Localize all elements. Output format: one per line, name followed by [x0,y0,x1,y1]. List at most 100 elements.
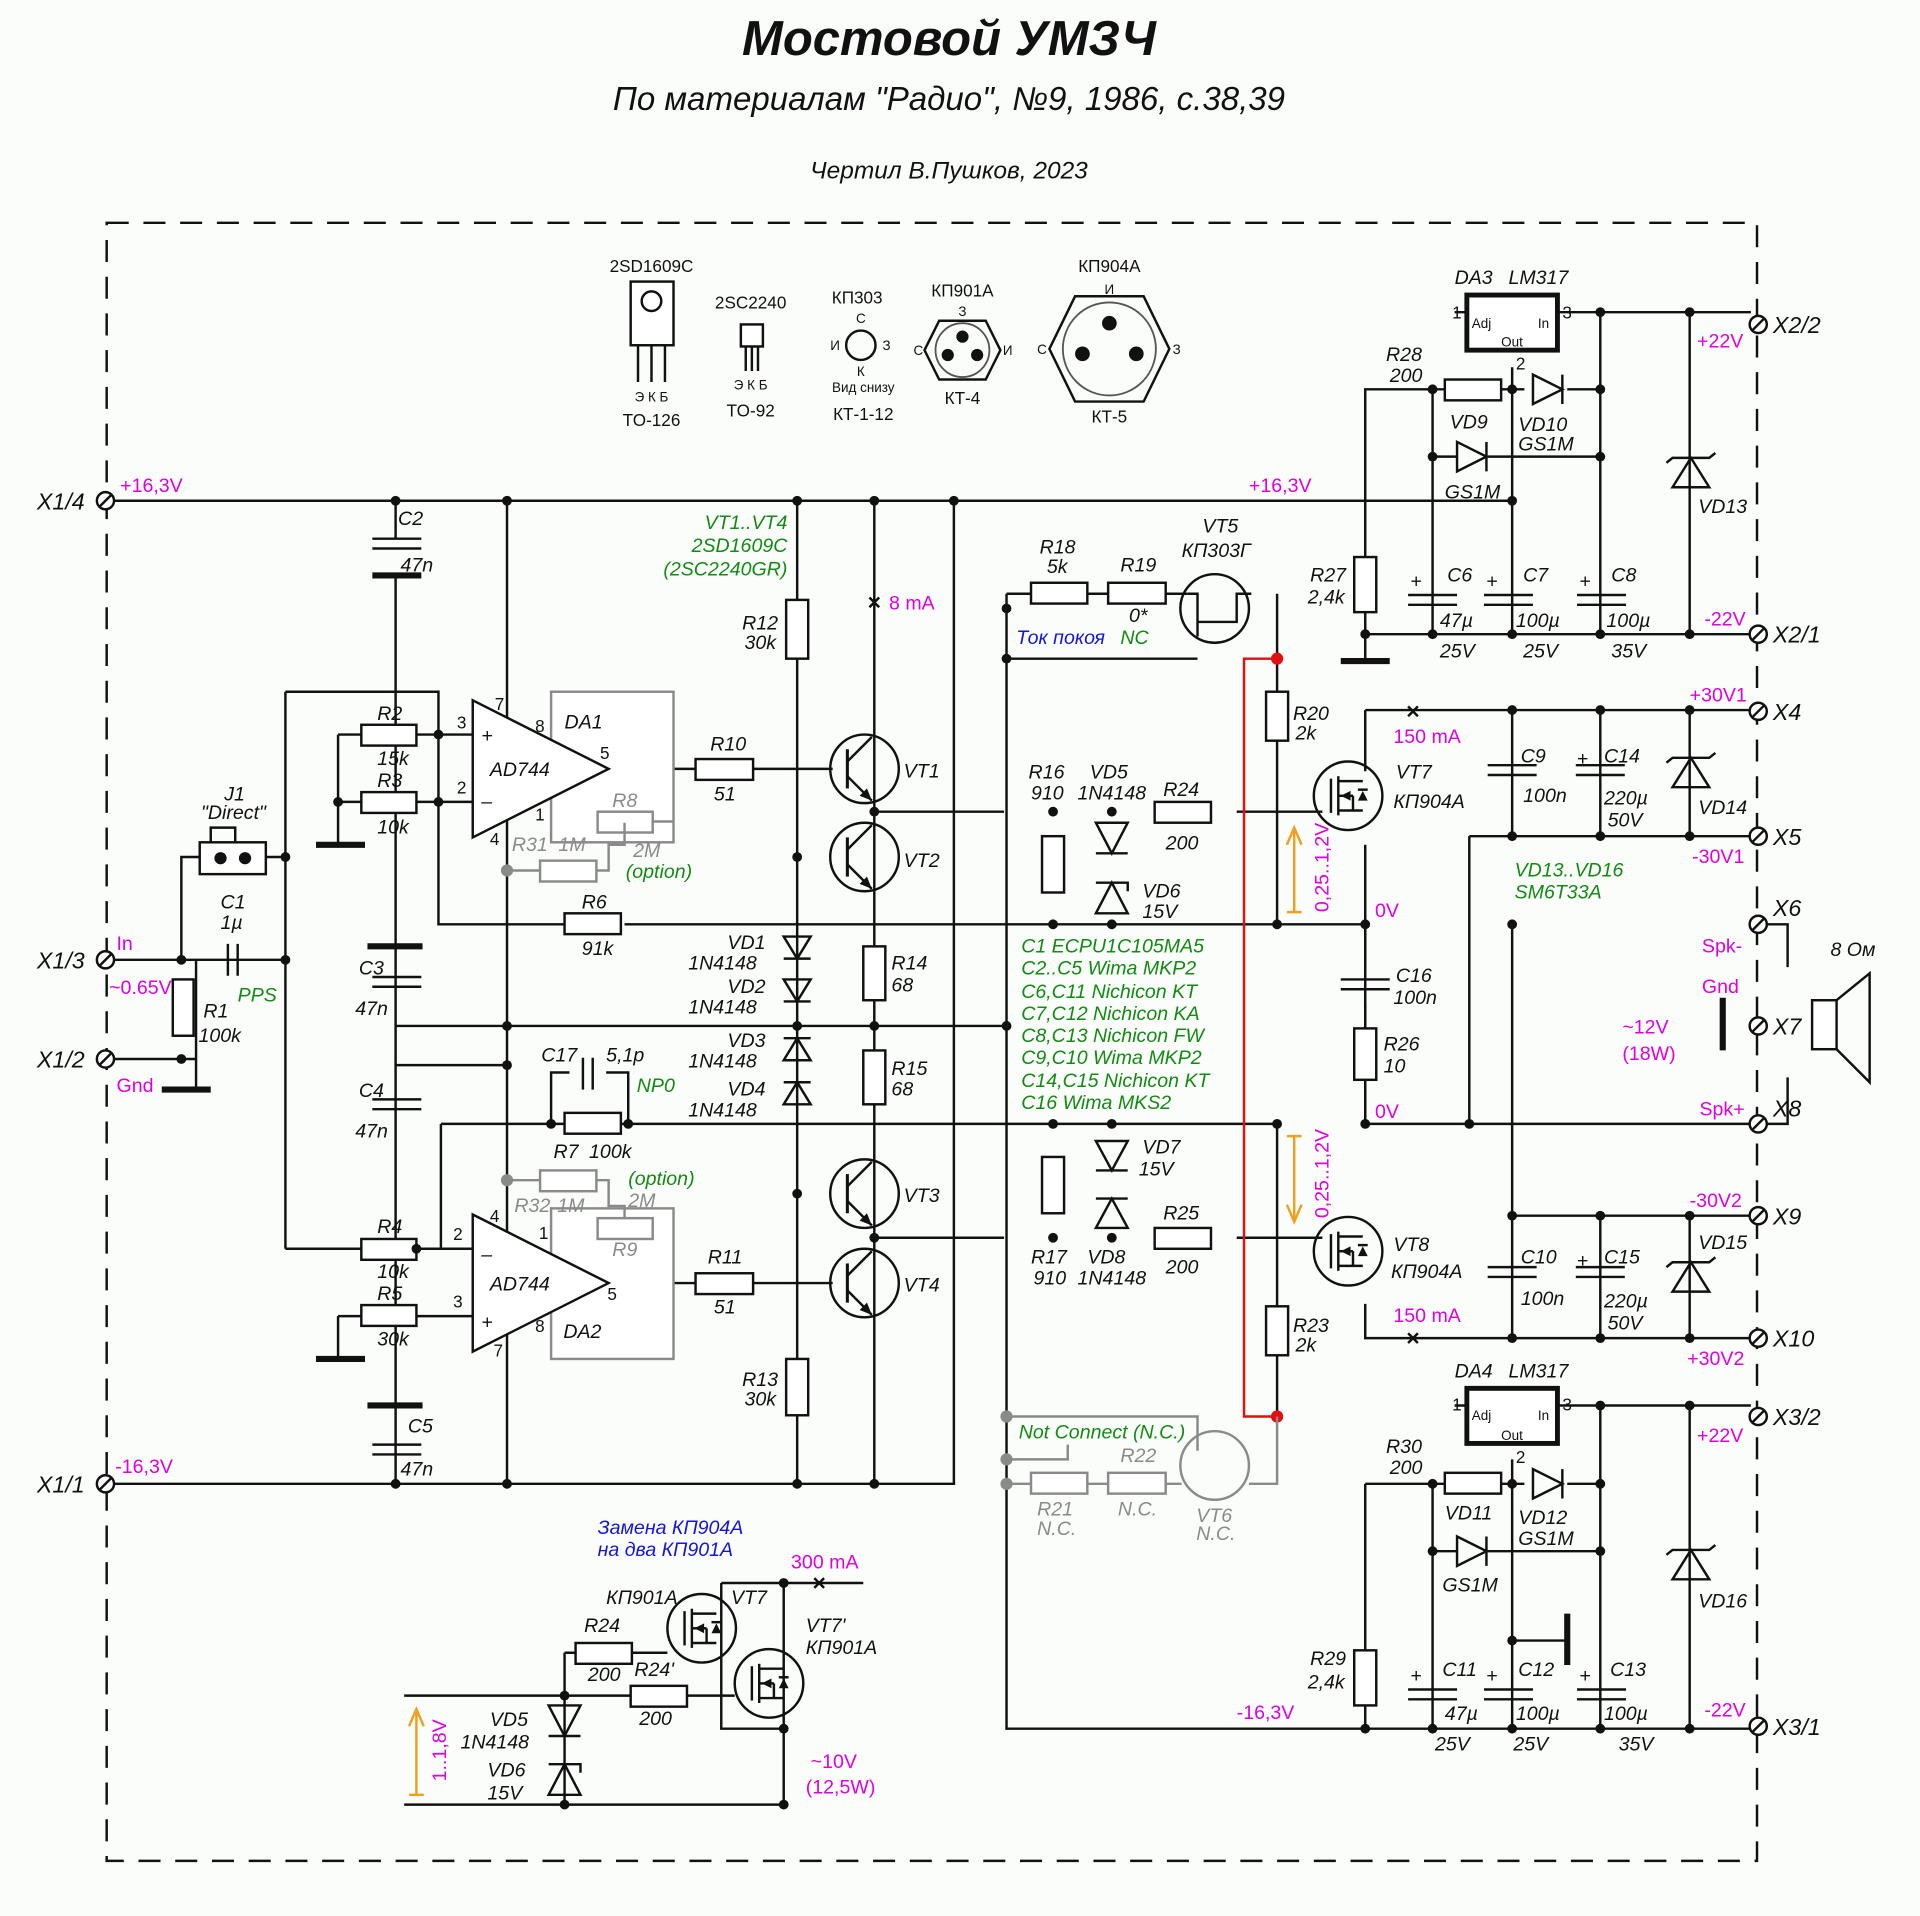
svg-text:VT1: VT1 [904,760,940,782]
voltage-arrows [407,824,1303,1797]
svg-text:15k: 15k [377,748,410,770]
svg-text:Gnd: Gnd [1702,976,1739,998]
svg-text:TO-92: TO-92 [727,400,775,420]
svg-text:R18: R18 [1040,536,1076,558]
svg-text:З: З [1173,342,1181,357]
svg-text:30k: 30k [745,632,778,654]
svg-text:VD2: VD2 [727,976,765,998]
svg-text:PPS: PPS [238,984,277,1006]
voltage-labels: +16,3V +16,3V -16,3V -16,3V In ~0.65V Gn… [109,331,1747,1799]
svg-text:68: 68 [891,975,913,997]
svg-text:100k: 100k [589,1141,633,1163]
svg-text:+: + [1486,1665,1497,1687]
svg-text:VD6: VD6 [487,1759,525,1781]
svg-text:R28: R28 [1386,344,1422,366]
svg-text:47n: 47n [401,1458,434,1480]
svg-text:200: 200 [1389,365,1423,387]
svg-text:C9: C9 [1521,746,1546,768]
svg-text:VD11: VD11 [1445,1502,1493,1524]
svg-text:7: 7 [494,1341,504,1361]
package-to92: 2SC2240 Э К Б TO-92 [715,293,786,421]
svg-text:R9: R9 [612,1239,637,1261]
svg-text:AD744: AD744 [489,759,550,781]
svg-text:C8: C8 [1611,565,1636,587]
svg-text:910: 910 [1031,782,1064,804]
svg-text:4: 4 [490,1206,500,1226]
svg-text:VT7: VT7 [731,1587,768,1609]
svg-text:C7,C12 Nichicon KA: C7,C12 Nichicon KA [1021,1003,1199,1025]
svg-text:-16,3V: -16,3V [115,1456,173,1478]
svg-text:1N4148: 1N4148 [1078,1267,1147,1289]
svg-text:10k: 10k [377,1261,410,1283]
svg-text:С: С [856,311,866,326]
svg-text:1N4148: 1N4148 [1078,782,1147,804]
svg-text:VT5: VT5 [1202,516,1238,538]
svg-text:0V: 0V [1375,1101,1399,1123]
svg-text:2,4k: 2,4k [1307,1671,1346,1693]
svg-text:1: 1 [1452,302,1462,322]
svg-text:(18W): (18W) [1622,1043,1675,1065]
svg-text:0,25..1,2V: 0,25..1,2V [1312,1129,1334,1218]
svg-text:10k: 10k [377,817,410,839]
svg-text:КТ-5: КТ-5 [1092,406,1128,426]
svg-text:8: 8 [535,716,545,736]
svg-text:VD4: VD4 [727,1079,765,1101]
svg-text:200: 200 [1389,1457,1423,1479]
svg-text:DA3: DA3 [1455,267,1493,289]
svg-text:GS1M: GS1M [1518,1528,1574,1550]
mosfet-vt7 [1312,760,1384,832]
svg-text:4: 4 [490,829,500,849]
svg-text:220µ: 220µ [1603,787,1648,809]
svg-text:КП904А: КП904А [1391,1261,1462,1283]
svg-text:1N4148: 1N4148 [688,997,757,1019]
svg-text:C6,C11 Nichicon KT: C6,C11 Nichicon KT [1021,981,1199,1003]
svg-text:R6: R6 [582,891,607,913]
svg-text:C14: C14 [1604,746,1640,768]
svg-text:X1/1: X1/1 [36,1471,85,1497]
svg-text:R24: R24 [1163,779,1199,801]
svg-text:"Direct": "Direct" [201,802,267,824]
svg-text:X1/3: X1/3 [36,947,85,973]
svg-text:100n: 100n [1523,785,1567,807]
svg-text:LM317: LM317 [1508,267,1569,289]
svg-text:R23: R23 [1293,1315,1329,1337]
svg-text:C15: C15 [1604,1246,1640,1268]
svg-text:5,1p: 5,1p [606,1044,644,1066]
svg-text:0V: 0V [1375,900,1399,922]
svg-text:С: С [1037,342,1047,357]
svg-text:15V: 15V [487,1783,524,1805]
svg-text:–: – [480,791,492,813]
svg-text:8: 8 [535,1316,545,1336]
svg-text:R30: R30 [1386,1436,1422,1458]
svg-text:In: In [1538,1408,1549,1423]
svg-text:(option): (option) [626,861,692,883]
svg-text:1: 1 [539,1223,549,1243]
svg-text:R31: R31 [512,834,548,856]
svg-text:C2..C5 Wima MKP2: C2..C5 Wima MKP2 [1021,958,1196,980]
svg-text:+: + [1411,1665,1422,1687]
svg-text:150 mA: 150 mA [1393,726,1461,748]
svg-text:Spk-: Spk- [1702,935,1742,957]
polarity-marks: +++ ++ +++ [1411,571,1591,1688]
svg-text:VT4: VT4 [904,1275,940,1297]
svg-text:SM6T33A: SM6T33A [1515,882,1602,904]
svg-text:И: И [1003,343,1013,358]
svg-text:+: + [1579,1665,1590,1687]
svg-text:15V: 15V [1142,901,1179,923]
svg-text:VT7': VT7' [806,1615,847,1637]
svg-text:VD7: VD7 [1142,1136,1181,1158]
svg-text:2SD1609C: 2SD1609C [691,535,789,557]
svg-text:1M: 1M [558,834,586,856]
svg-text:1N4148: 1N4148 [688,1051,757,1073]
svg-text:2: 2 [1516,1447,1526,1467]
svg-text:C12: C12 [1518,1659,1554,1681]
junction-dots [176,307,1695,1734]
svg-text:+30V2: +30V2 [1687,1348,1744,1370]
svg-text:NC: NC [1120,627,1149,649]
svg-text:(12,5W): (12,5W) [806,1777,876,1799]
svg-text:100µ: 100µ [1604,1703,1648,1725]
svg-text:(2SC2240GR): (2SC2240GR) [663,558,787,580]
svg-text:200: 200 [1165,833,1199,855]
